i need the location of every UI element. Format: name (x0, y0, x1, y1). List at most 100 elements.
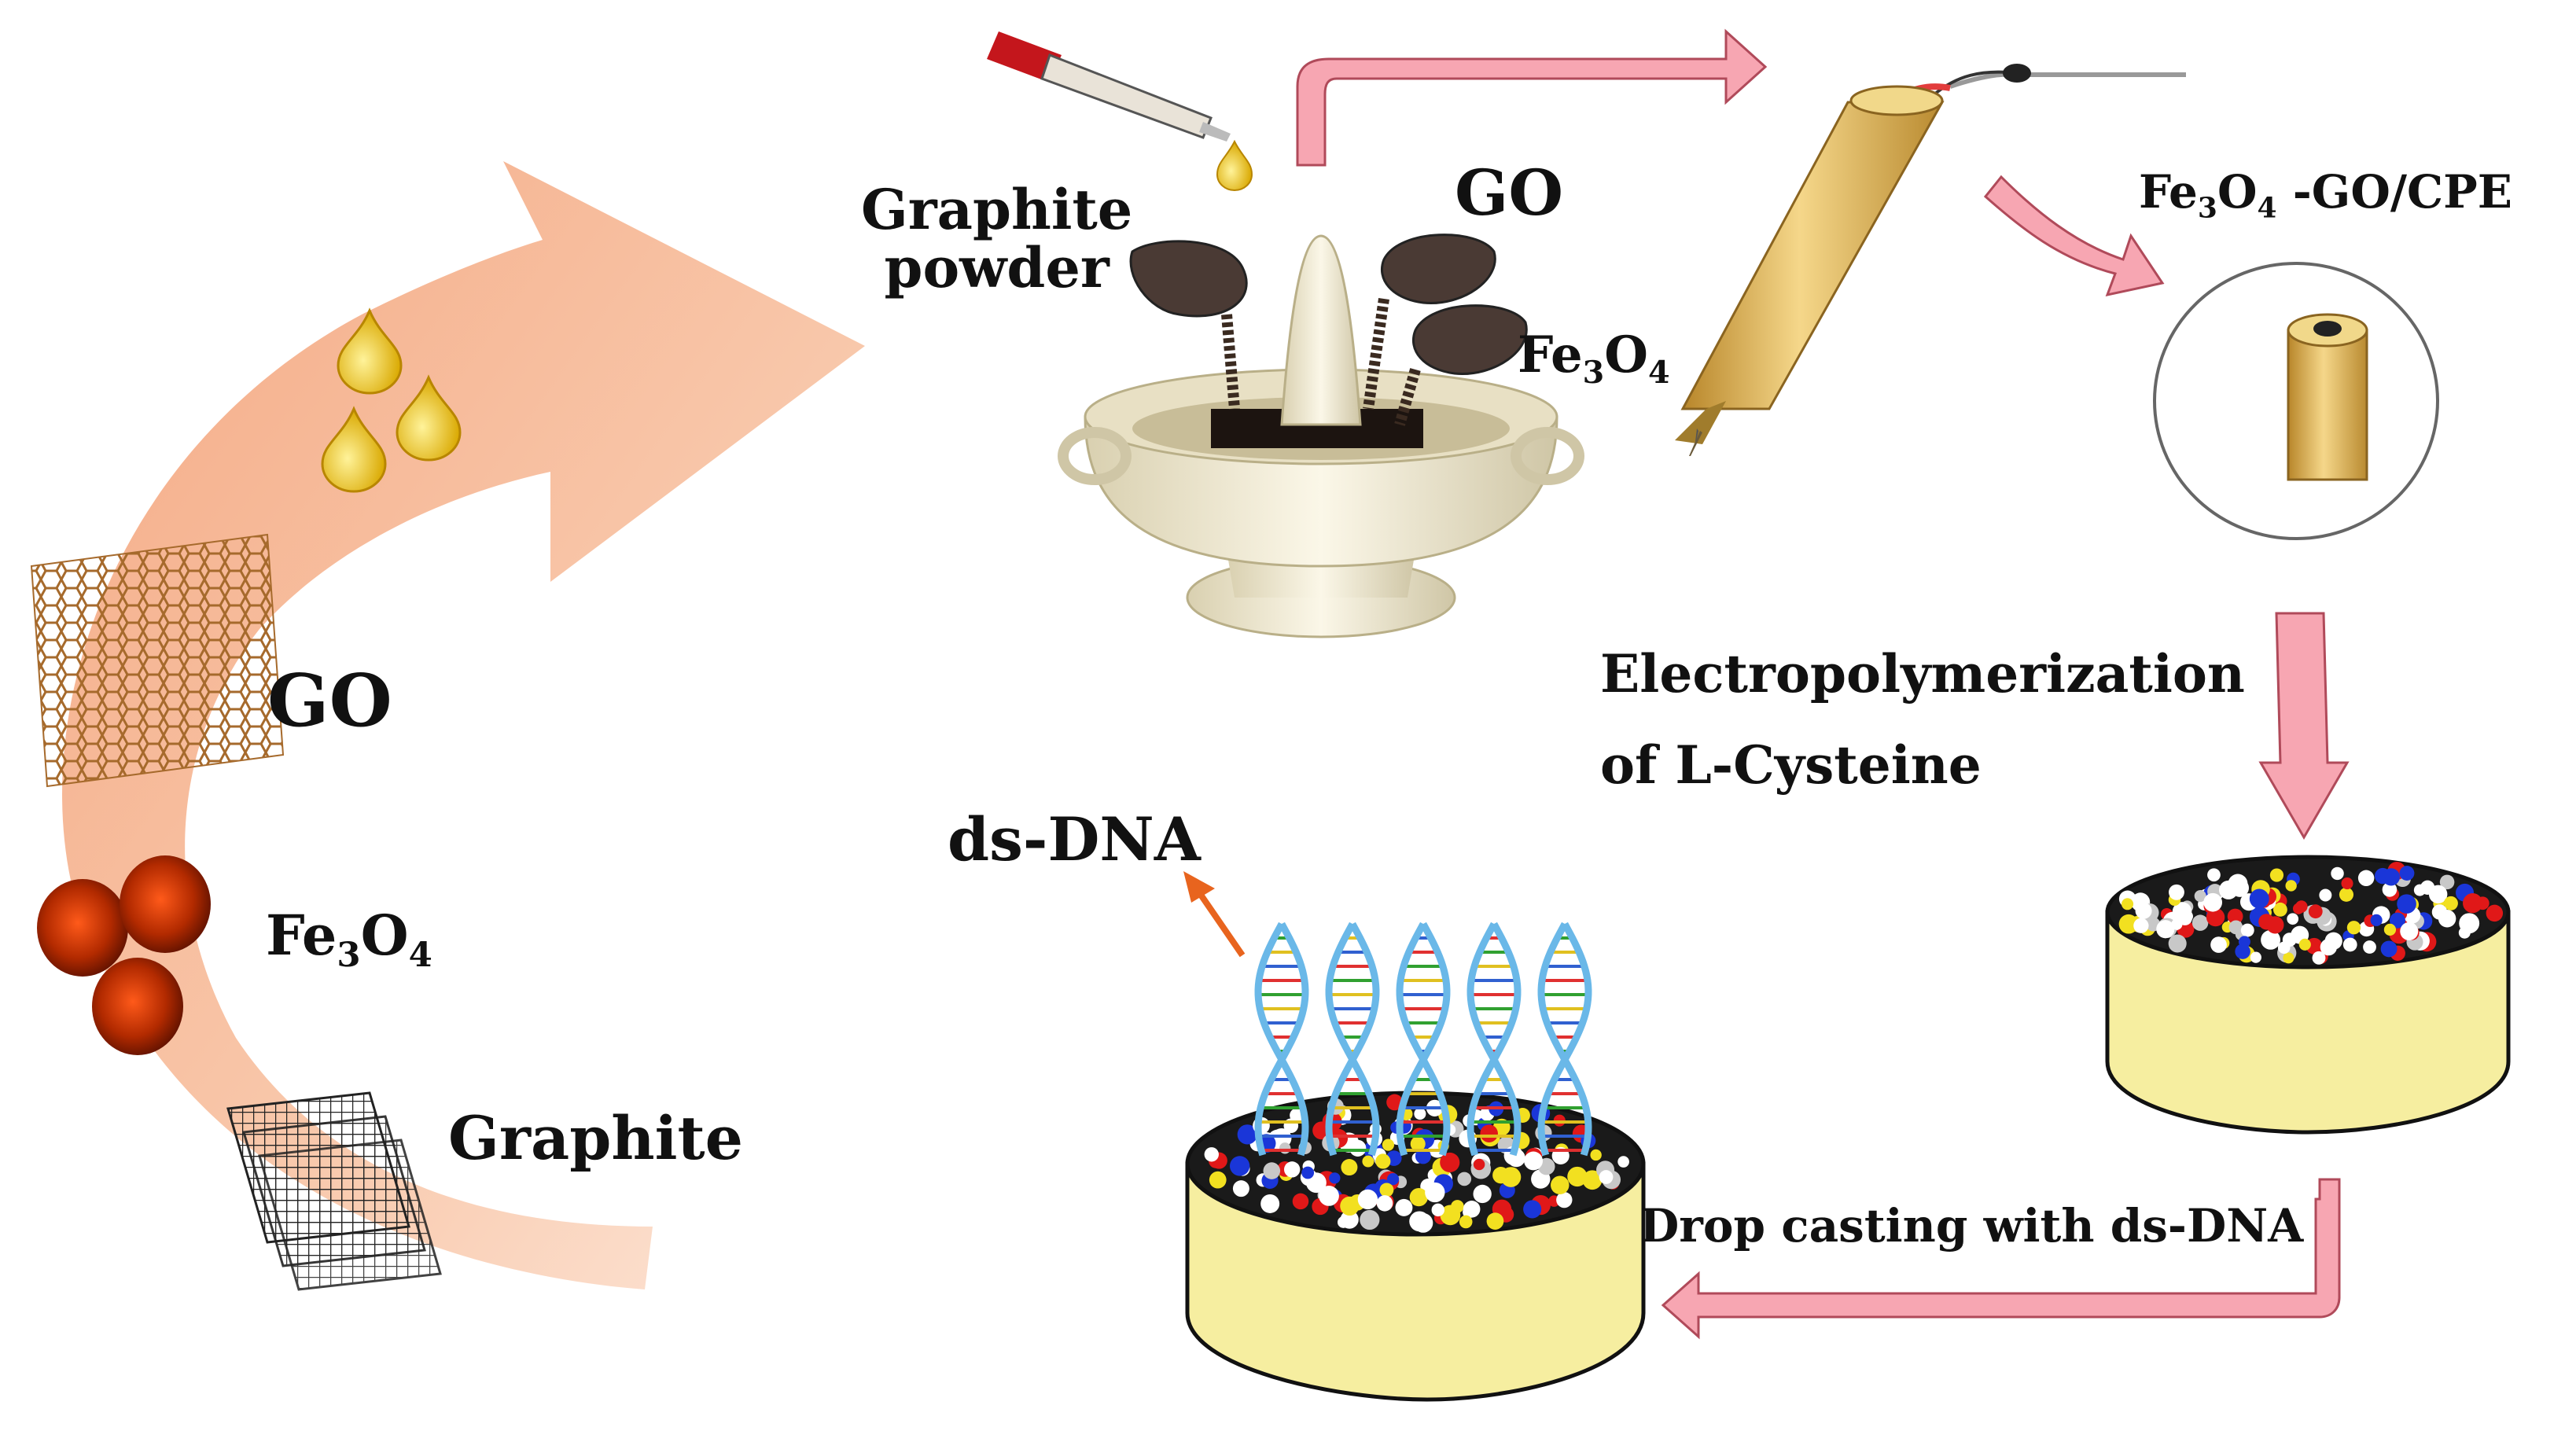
molecule-dot (1340, 1196, 1360, 1216)
molecule-dot (2341, 877, 2353, 890)
label-graphite-powder-line2: powder (884, 234, 1110, 300)
molecule-dot (1349, 1139, 1367, 1157)
molecule-dot (2399, 866, 2415, 881)
ds-dna-pointer-arrow (1183, 871, 1246, 958)
molecule-dot (1473, 1158, 1485, 1171)
molecule-dot (2250, 951, 2261, 963)
molecule-dot (2277, 941, 2291, 955)
molecule-dot (1492, 1167, 1510, 1184)
molecule-dot (1425, 1182, 1445, 1203)
molecule-dot (1237, 1124, 1257, 1145)
arrow-to-electrode (1296, 28, 1768, 167)
molecule-dot (2298, 938, 2311, 951)
dna-helix-icon (1396, 921, 1451, 1157)
molecule-dot (1395, 1198, 1413, 1216)
molecule-dot (1457, 1172, 1472, 1186)
molecule-dot (2156, 920, 2175, 939)
molecule-dot (2122, 898, 2134, 910)
molecule-dot (2295, 900, 2308, 913)
label-graphite-powder: Graphite powder (861, 181, 1132, 296)
graphite-layers-icon (226, 1091, 442, 1291)
molecule-dot (2363, 940, 2376, 954)
molecule-dot (2169, 884, 2184, 900)
molecule-dot (1386, 1172, 1400, 1186)
droplet-group (321, 307, 462, 493)
molecule-dot (2382, 882, 2398, 897)
arrow-drop-casting (1661, 1178, 2341, 1340)
molecule-dot (2486, 904, 2504, 922)
dna-helix-icon (1466, 921, 1522, 1157)
electrode-zoom-circle (2153, 262, 2439, 540)
molecule-dot (1582, 1170, 1603, 1190)
cylinder-dna-electrode (1185, 1091, 1646, 1402)
molecule-dot (1590, 1149, 1602, 1161)
molecule-dot (1409, 1211, 1430, 1232)
dna-helix-icon (1537, 921, 1592, 1157)
dna-helix-icon (1325, 921, 1380, 1157)
molecule-dot (2383, 923, 2397, 936)
arrow-down-electropolymerization (2258, 612, 2350, 840)
molecule-dot (1229, 1156, 1250, 1176)
molecule-dot (2266, 916, 2284, 934)
molecule-dot (2194, 890, 2206, 903)
molecule-dot (2228, 920, 2243, 935)
molecule-dot (1617, 1156, 1629, 1168)
molecule-dot (2207, 868, 2221, 882)
molecule-dot (2380, 940, 2398, 958)
label-ds-dna: ds-DNA (948, 804, 1201, 874)
label-electropolymerization-line2: of L-Cysteine (1600, 734, 1982, 796)
molecule-dot (2249, 888, 2269, 909)
dna-helix-icon (1325, 921, 1380, 1157)
molecule-dot (2203, 892, 2223, 912)
molecule-dot (1480, 1124, 1498, 1142)
label-fe3o4-left: Fe3O4 (266, 903, 432, 975)
label-fe3o4-top: Fe3O4 (1518, 326, 1670, 391)
molecule-dot (1284, 1161, 1301, 1178)
molecule-dot (1319, 1186, 1339, 1206)
molecule-dot (2235, 944, 2250, 959)
mortar-pestle-icon (1058, 234, 1584, 638)
big-curved-arrow (62, 161, 865, 1289)
dna-helix-icon (1254, 921, 1309, 1157)
molecule-dot (2443, 896, 2458, 910)
molecule-dot (2357, 870, 2375, 887)
molecule-dot (2370, 914, 2383, 926)
molecule-dot (2210, 936, 2227, 953)
molecule-dot (2133, 918, 2149, 933)
label-electropolymerization-line1: Electropolymerization (1600, 643, 2245, 704)
arrow-to-electrode-zoom (1983, 175, 2165, 297)
dna-helix-icon (1466, 921, 1522, 1157)
polymer-molecules-right (2118, 862, 2504, 965)
molecule-dot (1523, 1200, 1542, 1219)
molecule-dot (2382, 868, 2400, 886)
molecule-dot (1386, 1094, 1403, 1111)
dna-helix-icon (1254, 921, 1309, 1157)
molecule-dot (2439, 874, 2455, 890)
molecule-dot (1375, 1153, 1391, 1169)
molecule-dot (1290, 1108, 1304, 1123)
molecule-dot (2346, 921, 2361, 935)
molecule-dot (1379, 1183, 1394, 1197)
molecule-dot (2438, 910, 2456, 928)
molecule-dot (2287, 913, 2299, 925)
molecule-dot (1260, 1194, 1280, 1213)
label-electropolymerization: Electropolymerization of L-Cysteine (1600, 629, 2245, 811)
molecule-dot (2285, 880, 2297, 892)
molecule-dot (2342, 937, 2357, 952)
molecule-dot (2135, 902, 2152, 919)
label-go-top: GO (1455, 156, 1564, 230)
dna-helix-icon (1396, 921, 1451, 1157)
molecule-dot (2219, 880, 2239, 899)
molecule-dot (2400, 921, 2419, 940)
molecule-dot (2319, 888, 2332, 902)
molecule-dot (1329, 1172, 1341, 1184)
molecule-dot (1551, 1175, 1570, 1195)
molecule-dot (1440, 1152, 1460, 1173)
molecule-dot (1524, 1151, 1544, 1171)
graphene-oxide-sheet-icon (30, 533, 285, 788)
molecule-dot (1292, 1193, 1309, 1210)
molecule-dot (1360, 1209, 1380, 1230)
molecule-dot (1232, 1180, 1249, 1197)
molecule-dot (1431, 1203, 1444, 1217)
